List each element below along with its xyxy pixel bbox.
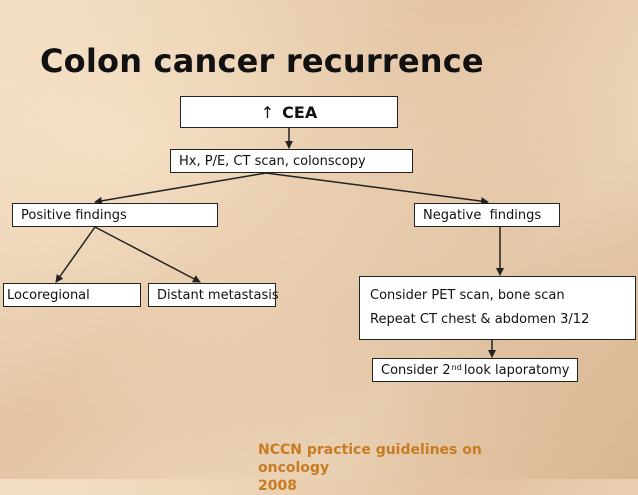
citation-line-1: NCCN practice guidelines on oncology: [258, 442, 482, 476]
slide-title: Colon cancer recurrence: [40, 42, 484, 80]
negative-findings-label: Negative findings: [423, 207, 542, 223]
flowchart-arrows: [55, 128, 504, 358]
citation-line-2: 2008: [258, 478, 297, 494]
positive-findings-label: Positive findings: [21, 207, 127, 223]
workup-label: Hx, P/E, CT scan, colonscopy: [179, 153, 366, 169]
consider-imaging-box: Consider PET scan, bone scan Repeat CT c…: [359, 276, 636, 340]
arrow-workup-to-positive: [94, 172, 267, 205]
citation: NCCN practice guidelines on oncology 200…: [258, 441, 548, 495]
cea-label: CEA: [282, 102, 318, 122]
workup-box: Hx, P/E, CT scan, colonscopy: [170, 149, 413, 173]
up-arrow-icon: ↑: [260, 102, 275, 122]
distant-metastasis-label: Distant metastasis: [157, 287, 279, 303]
locoregional-label: Locoregional: [7, 287, 90, 303]
arrow-workup-to-negative: [265, 172, 489, 206]
locoregional-box: Locoregional: [3, 283, 141, 307]
negative-findings-box: Negative findings: [414, 203, 560, 227]
repeat-ct-label: Repeat CT chest & abdomen 3/12: [370, 312, 590, 327]
second-look-post: look laporatomy: [463, 362, 570, 378]
consider-pet-label: Consider PET scan, bone scan: [370, 288, 565, 303]
distant-metastasis-box: Distant metastasis: [148, 283, 279, 307]
second-look-sup: nd: [451, 362, 462, 372]
arrow-positive-to-locoregional: [55, 226, 96, 283]
cea-box: ↑ CEA: [180, 96, 398, 128]
arrow-positive-to-distant: [94, 226, 201, 283]
positive-findings-box: Positive findings: [12, 203, 218, 227]
second-look-pre: Consider 2: [381, 362, 451, 378]
